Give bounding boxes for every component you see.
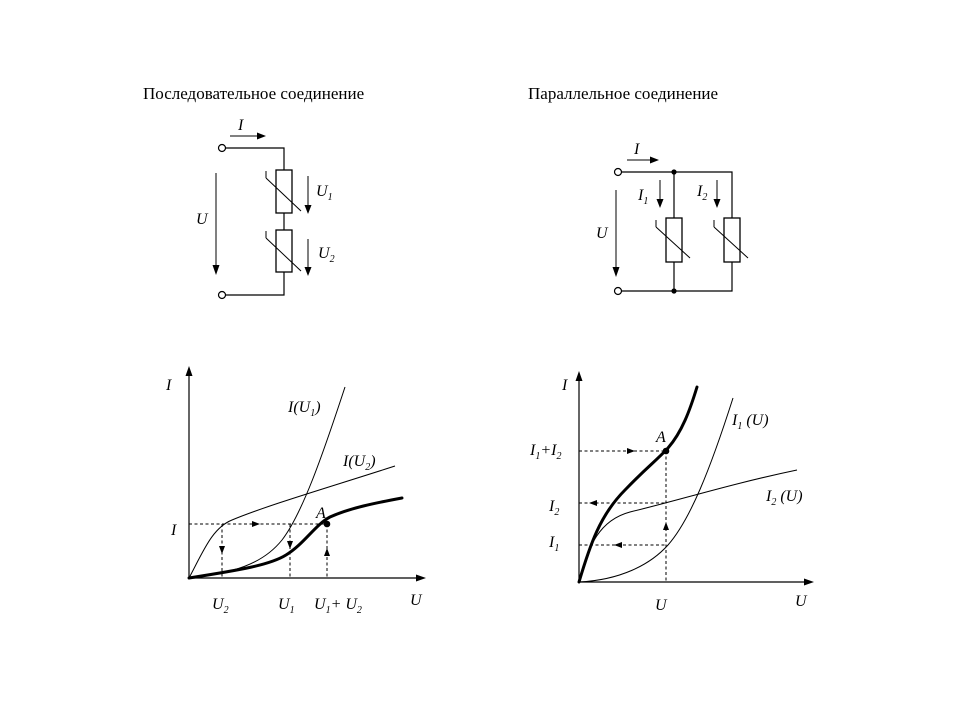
parallel-terminal-top <box>613 167 623 177</box>
series-voltage-label: U <box>196 211 209 228</box>
series-graph-i-mark: I <box>170 522 177 539</box>
series-curve2-label: I(U2) <box>342 453 376 473</box>
series-graph: I U A I(U1) I(U2) I U2 U1 U1+ U2 <box>165 366 426 616</box>
varistor-p2 <box>713 217 749 263</box>
series-terminal-top <box>217 143 227 153</box>
curve-i1-u <box>578 397 734 583</box>
parallel-graph-x-label: U <box>795 593 808 610</box>
i2-label: I2 <box>696 183 707 203</box>
parallel-curve2-label: I2 (U) <box>765 488 803 508</box>
varistor-p1 <box>655 217 691 263</box>
u1-label: U1 <box>316 183 333 203</box>
i1-label: I1 <box>637 187 648 207</box>
parallel-terminal-bottom <box>613 286 623 296</box>
series-circuit: I U U1 U2 <box>196 117 335 300</box>
parallel-voltage-label: U <box>596 225 609 242</box>
curve-i-u2 <box>188 465 396 579</box>
series-title: Последовательное соединение <box>143 84 364 103</box>
parallel-current-label: I <box>633 141 640 158</box>
series-x-mark-u2: U2 <box>212 596 229 616</box>
parallel-graph: I U A I1 (U) I2 (U) I1+I2 I2 I1 U <box>529 371 814 614</box>
series-x-mark-u1: U1 <box>278 596 295 616</box>
series-graph-x-label: U <box>410 592 423 609</box>
series-wire-bottom <box>225 272 285 296</box>
parallel-curve1-label: I1 (U) <box>731 412 769 432</box>
parallel-wire-bottom <box>621 262 733 292</box>
curve-parallel-sum <box>577 385 699 584</box>
u2-label: U2 <box>318 245 335 265</box>
varistor-1 <box>265 169 302 214</box>
varistor-2 <box>265 229 302 273</box>
parallel-y-mark-sum: I1+I2 <box>529 442 561 462</box>
series-point-a-label: A <box>315 505 326 522</box>
node-top <box>671 169 677 175</box>
parallel-title: Параллельное соединение <box>528 84 718 103</box>
parallel-y-mark-i1: I1 <box>548 534 559 554</box>
parallel-y-mark-i2: I2 <box>548 498 559 518</box>
parallel-point-a <box>662 447 670 455</box>
parallel-x-mark-u: U <box>655 597 668 614</box>
series-curve1-label: I(U1) <box>287 399 321 419</box>
node-bottom <box>671 288 677 294</box>
series-terminal-bottom <box>217 290 227 300</box>
series-current-label: I <box>237 117 244 134</box>
curve-i-u1 <box>188 386 346 579</box>
parallel-circuit: I U I1 I2 <box>596 141 749 296</box>
series-wire-top <box>225 147 285 170</box>
series-graph-y-label: I <box>165 377 172 394</box>
parallel-wire-top <box>621 171 733 218</box>
series-point-a <box>323 520 331 528</box>
parallel-point-a-label: A <box>655 429 666 446</box>
curve-series-sum <box>187 496 404 580</box>
series-x-mark-sum: U1+ U2 <box>314 596 362 616</box>
curve-i2-u <box>578 469 798 583</box>
parallel-graph-y-label: I <box>561 377 568 394</box>
